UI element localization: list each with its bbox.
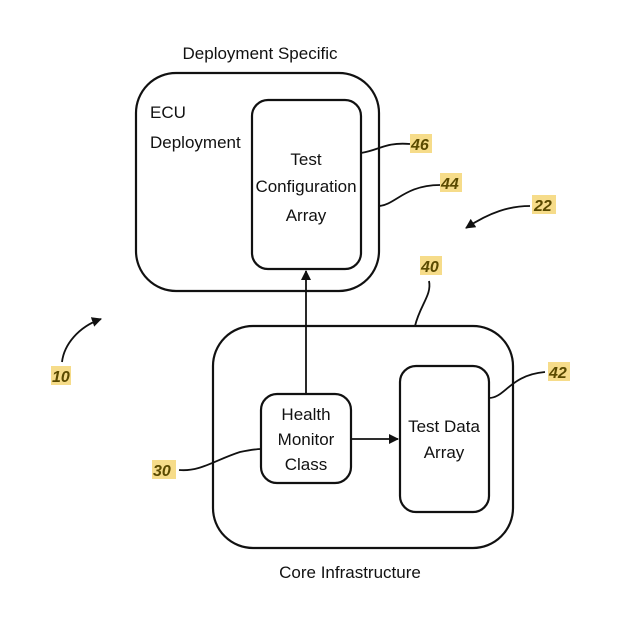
health-monitor-label-line-1: Health bbox=[281, 405, 330, 424]
deployment-specific-container bbox=[134, 71, 381, 293]
core-infrastructure-container bbox=[211, 324, 515, 550]
svg-text:42: 42 bbox=[548, 365, 567, 382]
arrow-22 bbox=[465, 205, 531, 229]
deployment-specific-caption: Deployment Specific bbox=[183, 44, 338, 63]
health-monitor-label-line-2: Monitor bbox=[278, 430, 335, 449]
svg-text:22: 22 bbox=[533, 198, 552, 215]
test-config-label-line-3: Array bbox=[286, 206, 327, 225]
arrow-10 bbox=[61, 317, 102, 363]
svg-text:46: 46 bbox=[410, 137, 429, 154]
ecu-label-line-2: Deployment bbox=[150, 133, 241, 152]
ref-numeral-22: 22 bbox=[532, 195, 556, 215]
svg-text:30: 30 bbox=[153, 463, 171, 480]
ref-numeral-46: 46 bbox=[410, 134, 432, 154]
test-data-array-box bbox=[398, 364, 491, 514]
test-config-label-line-1: Test bbox=[290, 150, 321, 169]
ref-numeral-44: 44 bbox=[440, 173, 462, 193]
leader-line-40 bbox=[414, 280, 431, 327]
leader-line-30 bbox=[178, 448, 262, 472]
leader-line-46 bbox=[360, 142, 411, 154]
ref-numeral-42: 42 bbox=[548, 362, 570, 382]
svg-text:10: 10 bbox=[52, 369, 70, 386]
core-infrastructure-caption: Core Infrastructure bbox=[279, 563, 421, 582]
leader-line-42 bbox=[488, 371, 546, 399]
ref-numeral-40: 40 bbox=[420, 256, 442, 276]
test-data-label-line-2: Array bbox=[424, 443, 465, 462]
test-configuration-array-box bbox=[250, 98, 363, 271]
test-data-label-line-1: Test Data bbox=[408, 417, 480, 436]
svg-text:44: 44 bbox=[440, 176, 459, 193]
ref-numeral-10: 10 bbox=[51, 366, 71, 386]
svg-text:40: 40 bbox=[420, 259, 439, 276]
ecu-label-line-1: ECU bbox=[150, 103, 186, 122]
health-monitor-label-line-3: Class bbox=[285, 455, 328, 474]
ref-numeral-30: 30 bbox=[152, 460, 176, 480]
test-config-label-line-2: Configuration bbox=[255, 177, 356, 196]
leader-line-44 bbox=[378, 184, 441, 207]
